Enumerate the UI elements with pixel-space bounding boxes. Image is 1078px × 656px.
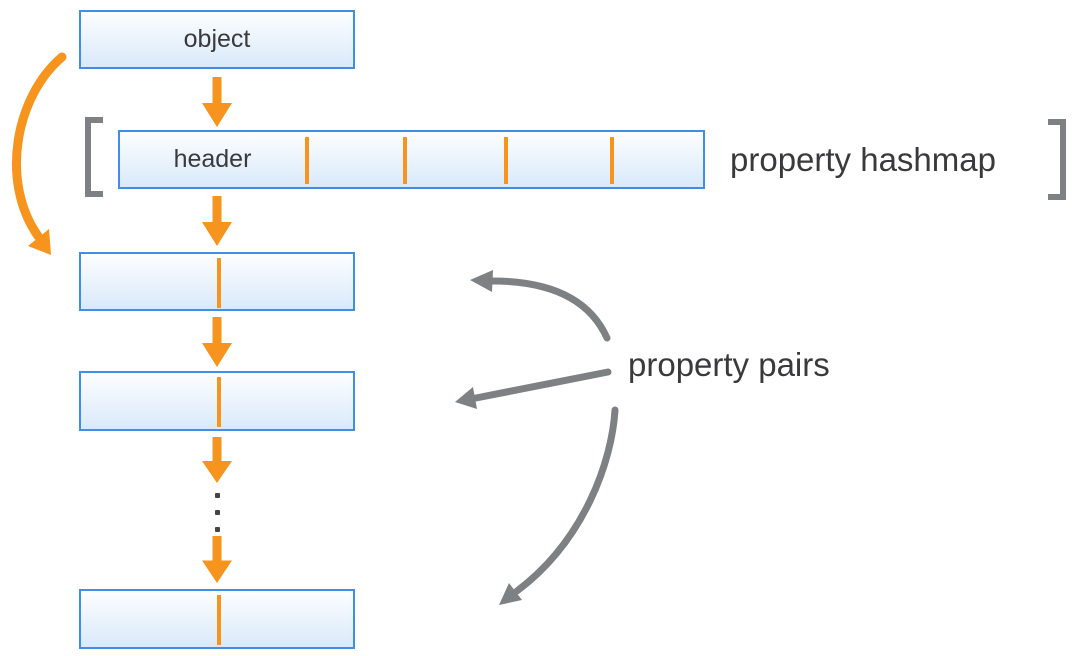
annotation-arrows [455,270,619,605]
hashmap-bracket-left [85,117,103,197]
down-arrow-pair1-to-pair2-icon [202,317,232,367]
hashmap-slot-divider [610,137,614,184]
annotation-arrow-to-pair1-icon [470,270,611,342]
vertical-ellipsis [215,493,221,533]
property-pair-box-2 [79,371,355,431]
annotation-arrow-to-pair2-icon [455,368,612,409]
ellipsis-dot [215,510,220,515]
pairs-label: property pairs [628,346,830,383]
down-arrow-ellipsis-to-pairN-icon [202,536,232,583]
hashmap-slot-divider [403,137,407,184]
pair-divider [217,595,221,645]
ellipsis-dot [215,493,220,498]
header-label: header [173,145,252,173]
down-arrow-pair2-to-ellipsis-icon [202,437,232,483]
hashmap-box: header [118,130,705,189]
pair-divider [217,258,221,308]
hashmap-slot-divider [504,137,508,184]
annotation-arrow-to-pairN-icon [499,406,619,605]
down-arrow-hashmap-to-pair1-icon [202,196,232,246]
ellipsis-dot [215,527,220,532]
hashmap-bracket-right [1048,119,1066,200]
curved-arrow-object-to-pair-icon [11,52,67,255]
property-pair-box-1 [79,252,355,311]
down-arrow-object-to-hashmap-icon [202,77,232,127]
object-box: object [79,10,355,69]
object-label: object [183,25,251,53]
hashmap-slot-divider [305,137,309,184]
property-pair-box-3 [79,589,355,649]
pair-divider [217,377,221,427]
hashmap-label: property hashmap [730,141,996,178]
